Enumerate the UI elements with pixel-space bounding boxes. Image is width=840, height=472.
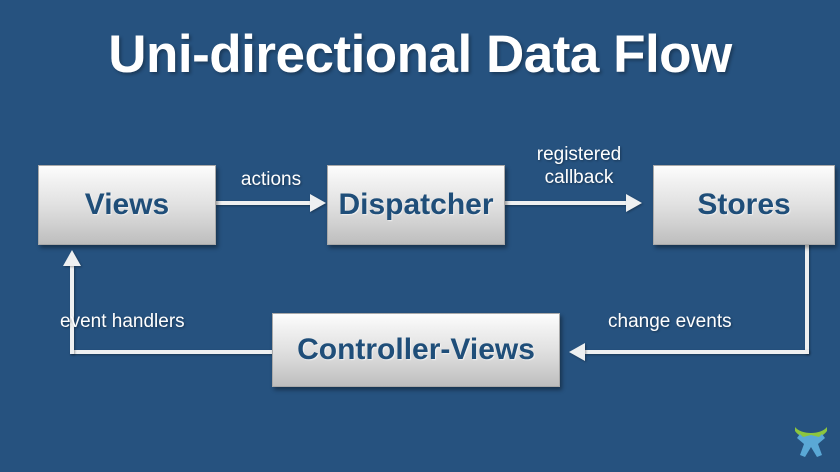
edge-stores-to-controller-horizontal bbox=[585, 350, 809, 354]
node-controller-views[interactable]: Controller-Views bbox=[272, 313, 560, 387]
node-views-label: Views bbox=[84, 188, 170, 221]
edge-stores-to-controller-arrowhead bbox=[569, 343, 585, 361]
edge-label-actions: actions bbox=[240, 169, 302, 190]
node-controller-views-label: Controller-Views bbox=[297, 333, 535, 366]
edge-controller-to-views-arrowhead bbox=[63, 250, 81, 266]
edge-views-to-dispatcher-arrowhead bbox=[310, 194, 326, 212]
edge-controller-to-views-vertical bbox=[70, 266, 74, 354]
edge-label-registered-callback: registered callback bbox=[536, 144, 622, 188]
node-views[interactable]: Views bbox=[38, 165, 216, 245]
edge-label-change-events: change events bbox=[608, 311, 732, 332]
logo-arc-icon bbox=[795, 427, 827, 439]
node-stores-label: Stores bbox=[697, 188, 791, 221]
edge-dispatcher-to-stores-shaft bbox=[505, 201, 626, 205]
edge-dispatcher-to-stores-arrowhead bbox=[626, 194, 642, 212]
page-title: Uni-directional Data Flow bbox=[108, 25, 732, 84]
node-dispatcher[interactable]: Dispatcher bbox=[327, 165, 505, 245]
node-dispatcher-label: Dispatcher bbox=[338, 188, 494, 221]
edge-views-to-dispatcher-shaft bbox=[216, 201, 310, 205]
node-stores[interactable]: Stores bbox=[653, 165, 835, 245]
edge-controller-to-views-horizontal bbox=[70, 350, 274, 354]
edge-label-event-handlers: event handlers bbox=[60, 311, 185, 332]
logo-figure-icon bbox=[797, 434, 825, 457]
person-arc-logo bbox=[795, 427, 827, 457]
edge-stores-to-controller-vertical bbox=[805, 243, 809, 354]
